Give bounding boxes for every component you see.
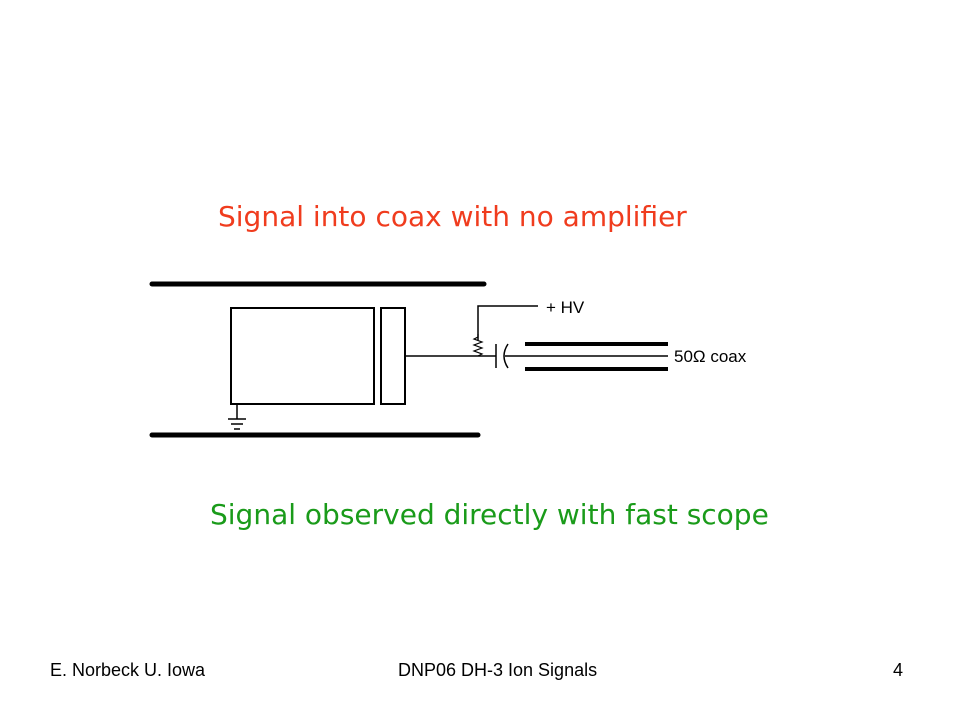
slide-title-bottom: Signal observed directly with fast scope <box>210 498 769 531</box>
ground-icon <box>228 404 246 430</box>
hv-label: + HV <box>546 298 585 317</box>
detector-box <box>230 307 375 405</box>
coax-label: 50Ω coax <box>674 347 747 366</box>
footer-author: E. Norbeck U. Iowa <box>50 660 206 680</box>
hv-feed-wire <box>477 305 538 340</box>
capacitor-icon <box>495 343 525 369</box>
collector-electrode <box>380 307 406 405</box>
slide-title-top: Signal into coax with no amplifier <box>218 200 687 233</box>
footer-presentation-title: DNP06 DH-3 Ion Signals <box>398 660 598 680</box>
footer-page-number: 4 <box>893 660 904 680</box>
resistor-icon <box>472 334 484 357</box>
